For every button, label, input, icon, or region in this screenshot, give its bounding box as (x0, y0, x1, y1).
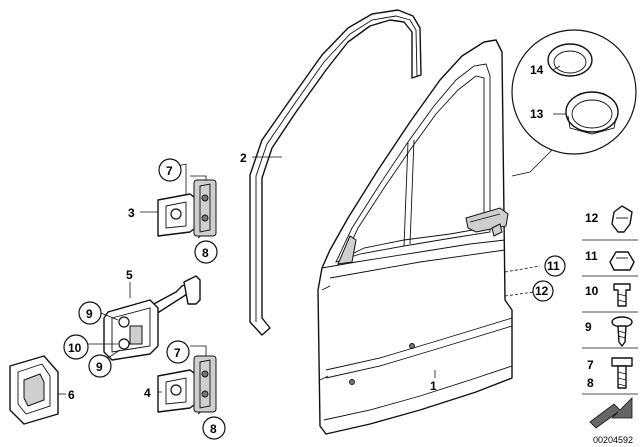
callout-lower-nut: 8 (210, 422, 217, 436)
callout-plug-small: 14 (530, 63, 544, 77)
push-clip-icon (611, 205, 633, 233)
callout-check-rivet: 10 (68, 341, 82, 355)
callout-door-pin-a: 11 (547, 259, 560, 273)
callout-lower-hinge: 4 (144, 386, 151, 400)
door-seal (249, 9, 422, 336)
callout-check-screw-top: 9 (86, 307, 93, 321)
door-check (103, 275, 201, 361)
callout-door-seal: 2 (240, 151, 247, 165)
torx-screw-icon (611, 316, 633, 347)
document-number: 00204592 (593, 435, 633, 445)
door-shell (317, 39, 513, 435)
callout-door-pin-b: 12 (535, 284, 549, 298)
callout-check-screw-bottom: 9 (96, 360, 103, 374)
upper-hinge (157, 163, 217, 239)
callout-door-shell: 1 (430, 379, 437, 393)
direction-arrow-icon (589, 397, 633, 429)
fastener-legend: 12 11 10 9 7 8 (580, 202, 638, 429)
plugs-detail: 14 13 (511, 29, 637, 177)
hex-bolt-icon (611, 357, 633, 389)
legend-label-10: 10 (585, 284, 599, 298)
callout-upper-bolt-lower: 7 (174, 346, 181, 360)
callout-upper-bolt: 7 (166, 164, 173, 178)
legend-label-12: 12 (585, 211, 599, 225)
legend-label-7: 7 (587, 358, 594, 372)
callout-upper-nut: 8 (202, 246, 209, 260)
lower-hinge (157, 345, 217, 415)
legend-label-11: 11 (585, 249, 598, 263)
callout-door-check: 5 (126, 268, 133, 282)
callout-plug-large: 13 (530, 107, 544, 121)
callout-grommet: 6 (68, 388, 75, 402)
callout-upper-hinge: 3 (128, 206, 135, 220)
grommet (9, 355, 59, 425)
rivet-nut-icon (613, 283, 631, 307)
legend-label-9: 9 (585, 320, 592, 334)
legend-label-8: 8 (587, 376, 594, 390)
expanding-nut-icon (609, 251, 635, 271)
